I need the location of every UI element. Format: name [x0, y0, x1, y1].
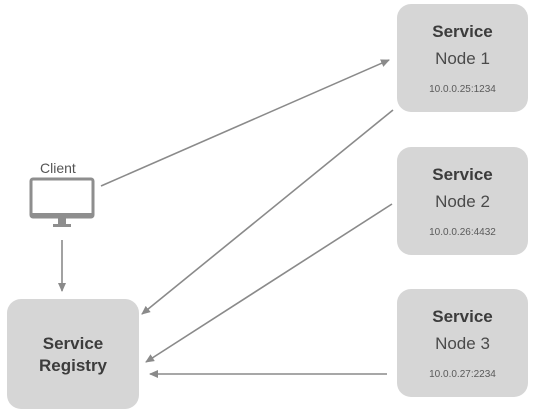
node-address: 10.0.0.27:2234 — [429, 369, 496, 380]
registry-label-line-1: Service — [42, 334, 104, 353]
service-node-1: Service Node 1 10.0.0.25:1234 — [397, 4, 528, 112]
node-title: Service — [432, 22, 493, 41]
service-node-2: Service Node 2 10.0.0.26:4432 — [397, 147, 528, 255]
registry-label-line-2: Registry — [38, 356, 108, 375]
edge-client-to-node-1 — [100, 59, 390, 187]
client-label: Client — [40, 160, 76, 176]
edge-node-1-to-registry — [141, 109, 394, 315]
node-subtitle: Node 1 — [435, 49, 490, 68]
node-subtitle: Node 2 — [435, 192, 490, 211]
node-subtitle: Node 3 — [435, 334, 490, 353]
edge-node-2-to-registry — [145, 203, 393, 363]
node-title: Service — [432, 165, 493, 184]
service-node-3: Service Node 3 10.0.0.27:2234 — [397, 289, 528, 397]
node-address: 10.0.0.26:4432 — [429, 227, 496, 238]
monitor-icon — [29, 177, 95, 231]
service-registry-box: Service Registry — [7, 299, 139, 409]
node-title: Service — [432, 307, 493, 326]
node-address: 10.0.0.25:1234 — [429, 84, 496, 95]
